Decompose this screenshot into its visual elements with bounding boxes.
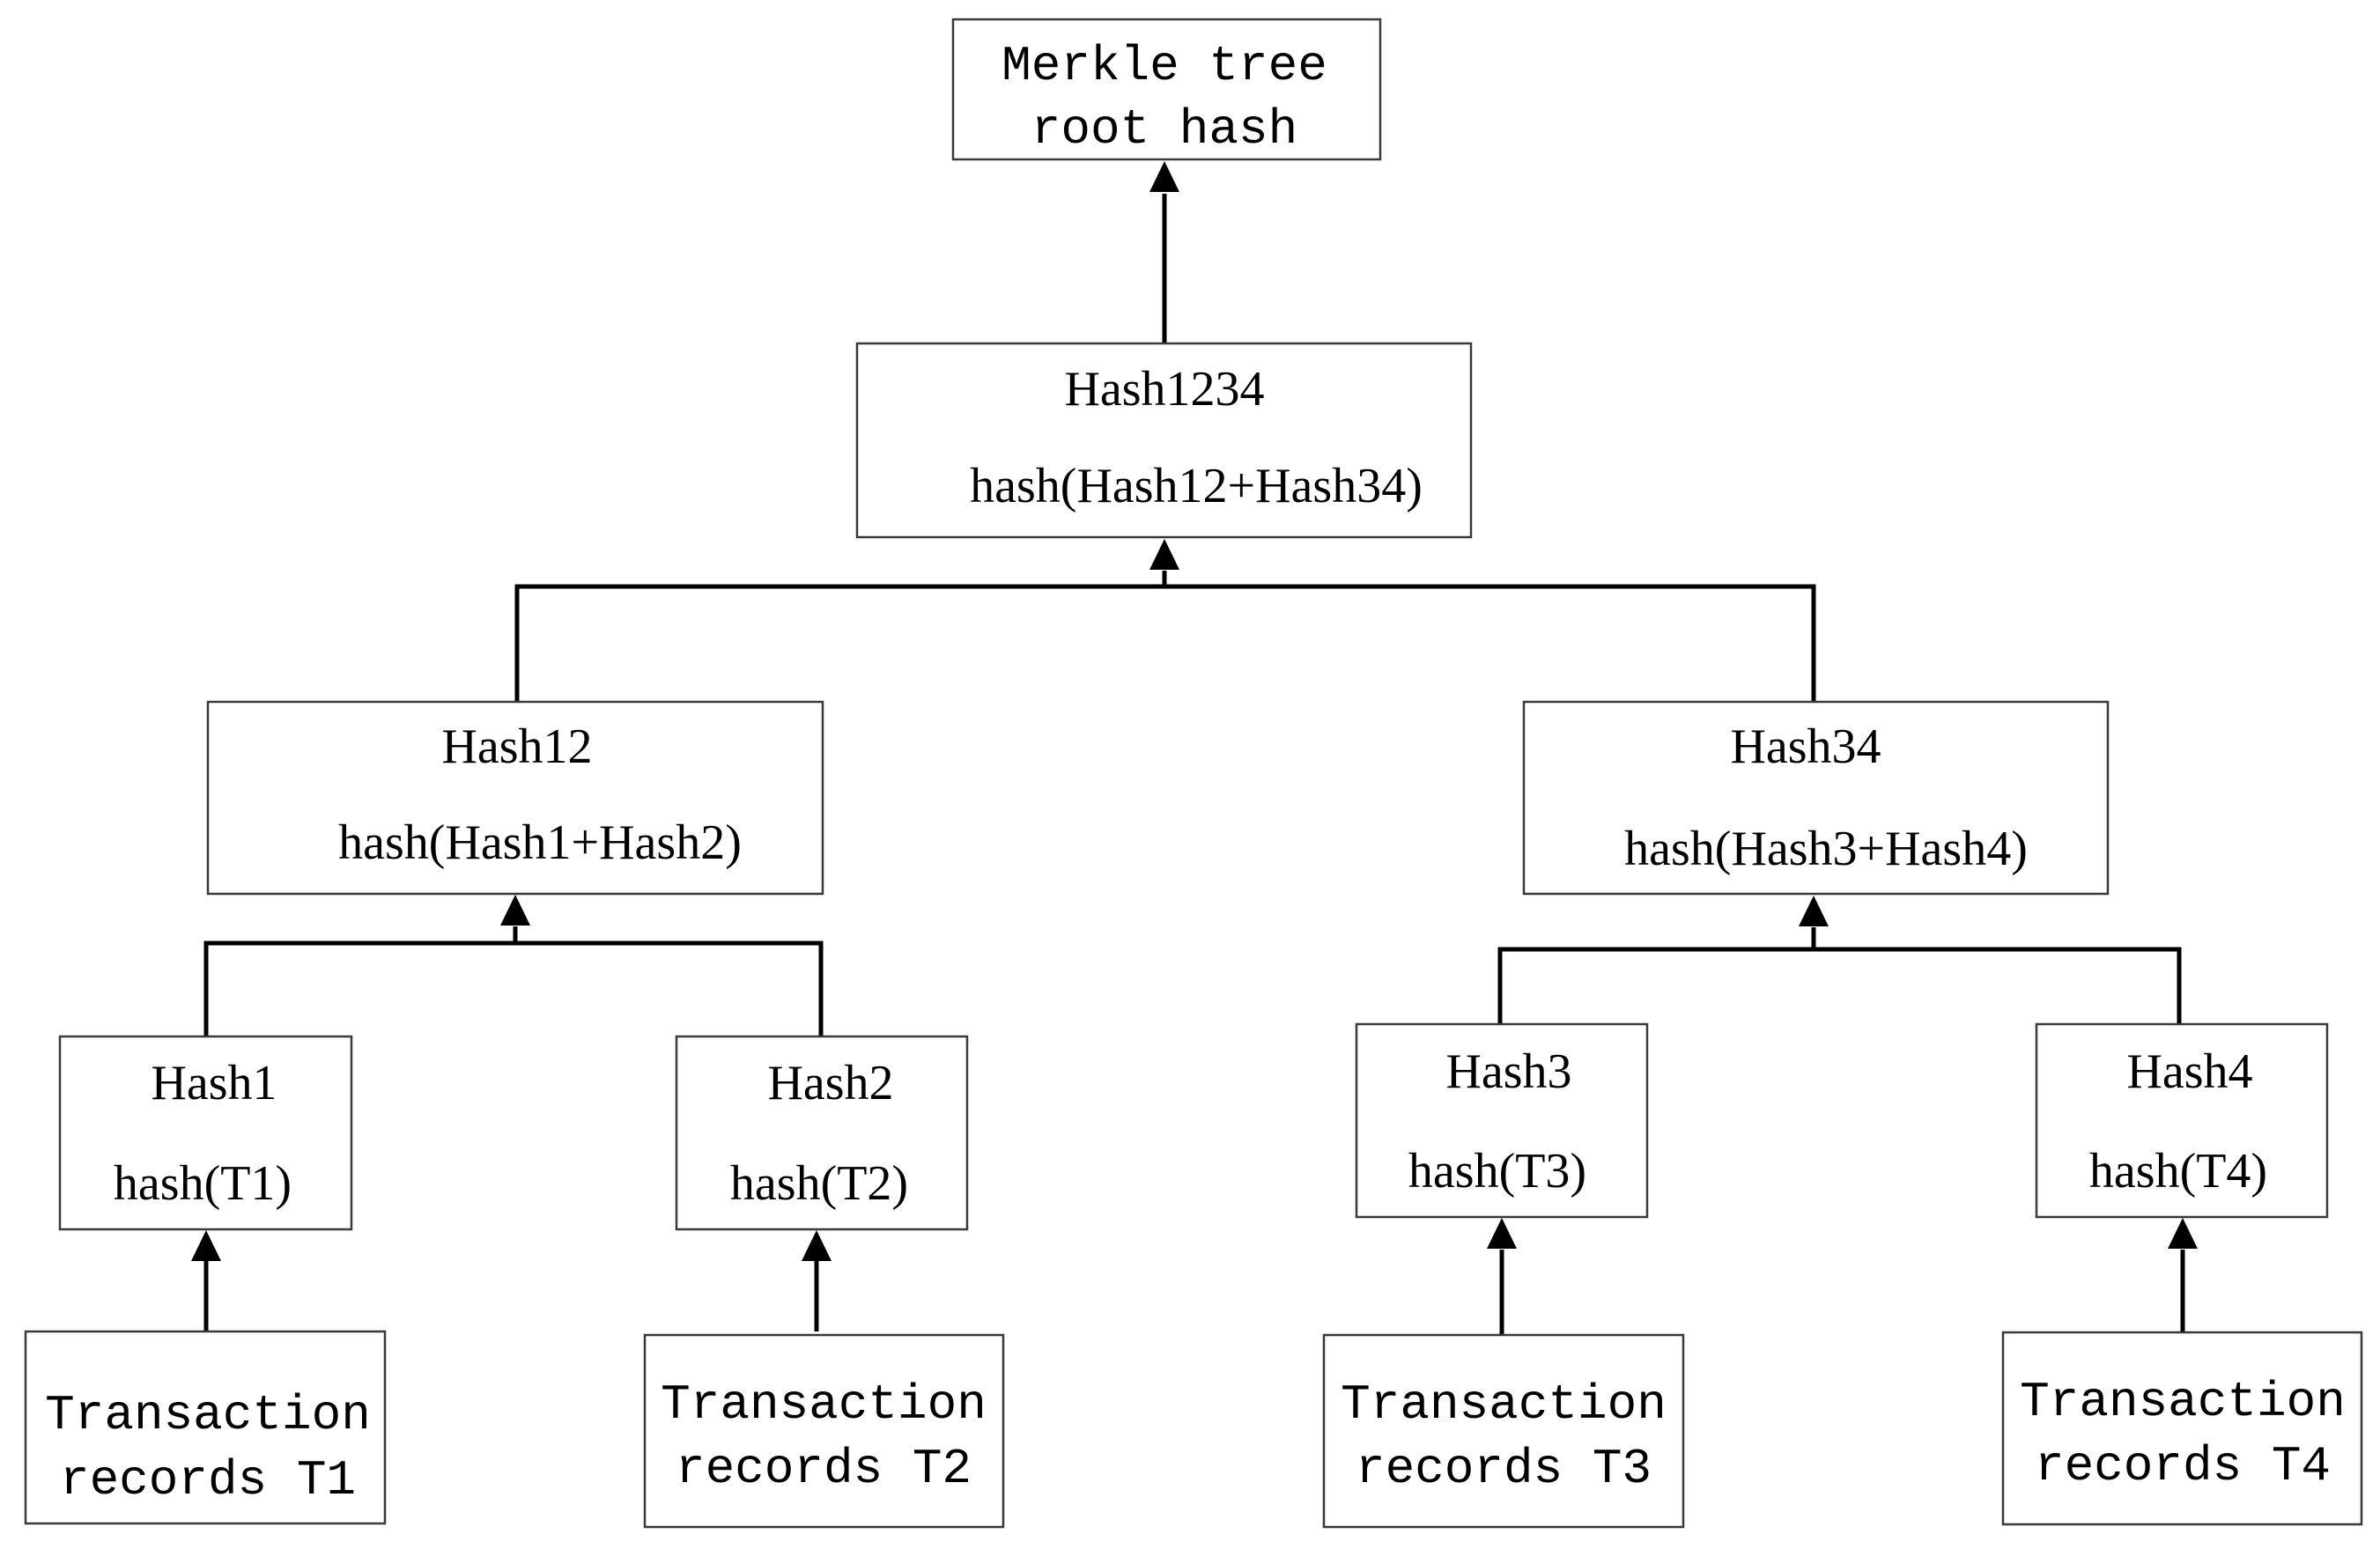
hash4-title: Hash4 [2126,1044,2252,1099]
node-hash2: Hash2 hash(T2) [675,1035,969,1231]
hash3-formula: hash(T3) [1408,1144,1586,1199]
root-label-line1: Merkle tree [1002,38,1327,94]
t2-label-line1: Transaction [661,1376,987,1433]
t4-label-line2: records T4 [2035,1438,2331,1494]
hash12-title: Hash12 [441,719,592,774]
hash1234-title: Hash1234 [1064,362,1264,417]
connectors [191,161,2198,1337]
node-hash12: Hash12 hash(Hash1+Hash2) [206,700,824,896]
node-hash3: Hash3 hash(T3) [1355,1022,1649,1219]
t3-label-line1: Transaction [1341,1376,1667,1433]
node-transaction-t4: Transaction records T4 [2001,1331,2363,1526]
t2-label-line2: records T2 [676,1441,972,1497]
t3-label-line2: records T3 [1356,1441,1652,1497]
arrowhead-hash34 [1799,896,1829,926]
node-transaction-t3: Transaction records T3 [1322,1333,1685,1529]
edge-hash1-hash2-to-hash12 [203,940,824,1036]
arrowhead-hash3 [1487,1218,1517,1249]
hash2-title: Hash2 [767,1056,893,1110]
node-transaction-t1: Transaction records T1 [24,1330,387,1525]
node-root: Merkle tree root hash [951,18,1382,161]
arrowhead-hash1234 [1149,539,1179,570]
arrowhead-root [1149,161,1179,192]
hash1-title: Hash1 [151,1056,277,1110]
node-hash1: Hash1 hash(T1) [58,1035,353,1231]
node-transaction-t2: Transaction records T2 [643,1333,1005,1529]
t4-label-line1: Transaction [2020,1374,2346,1430]
hash4-formula: hash(T4) [2089,1144,2267,1199]
hash2-formula: hash(T2) [730,1156,908,1211]
arrowhead-hash1 [191,1230,221,1261]
node-hash1234: Hash1234 hash(Hash12+Hash34) [855,342,1473,539]
hash1234-formula: hash(Hash12+Hash34) [970,459,1423,513]
hash12-formula: hash(Hash1+Hash2) [338,815,742,870]
t1-label-line1: Transaction [45,1387,371,1443]
hash1-formula: hash(T1) [114,1156,292,1211]
hash34-title: Hash34 [1730,719,1881,774]
hash34-formula: hash(Hash3+Hash4) [1624,822,2028,876]
t1-label-line2: records T1 [60,1452,356,1508]
node-hash34: Hash34 hash(Hash3+Hash4) [1522,700,2110,896]
arrowhead-hash2 [802,1230,832,1261]
node-hash4: Hash4 hash(T4) [2035,1022,2329,1219]
arrowhead-hash12 [500,895,530,926]
root-label-line2: root hash [1031,101,1297,158]
edge-hash12-hash34-to-hash1234 [514,584,1816,702]
arrowhead-hash4 [2168,1218,2198,1249]
hash3-title: Hash3 [1445,1044,1571,1099]
edge-hash3-hash4-to-hash34 [1497,947,2182,1024]
